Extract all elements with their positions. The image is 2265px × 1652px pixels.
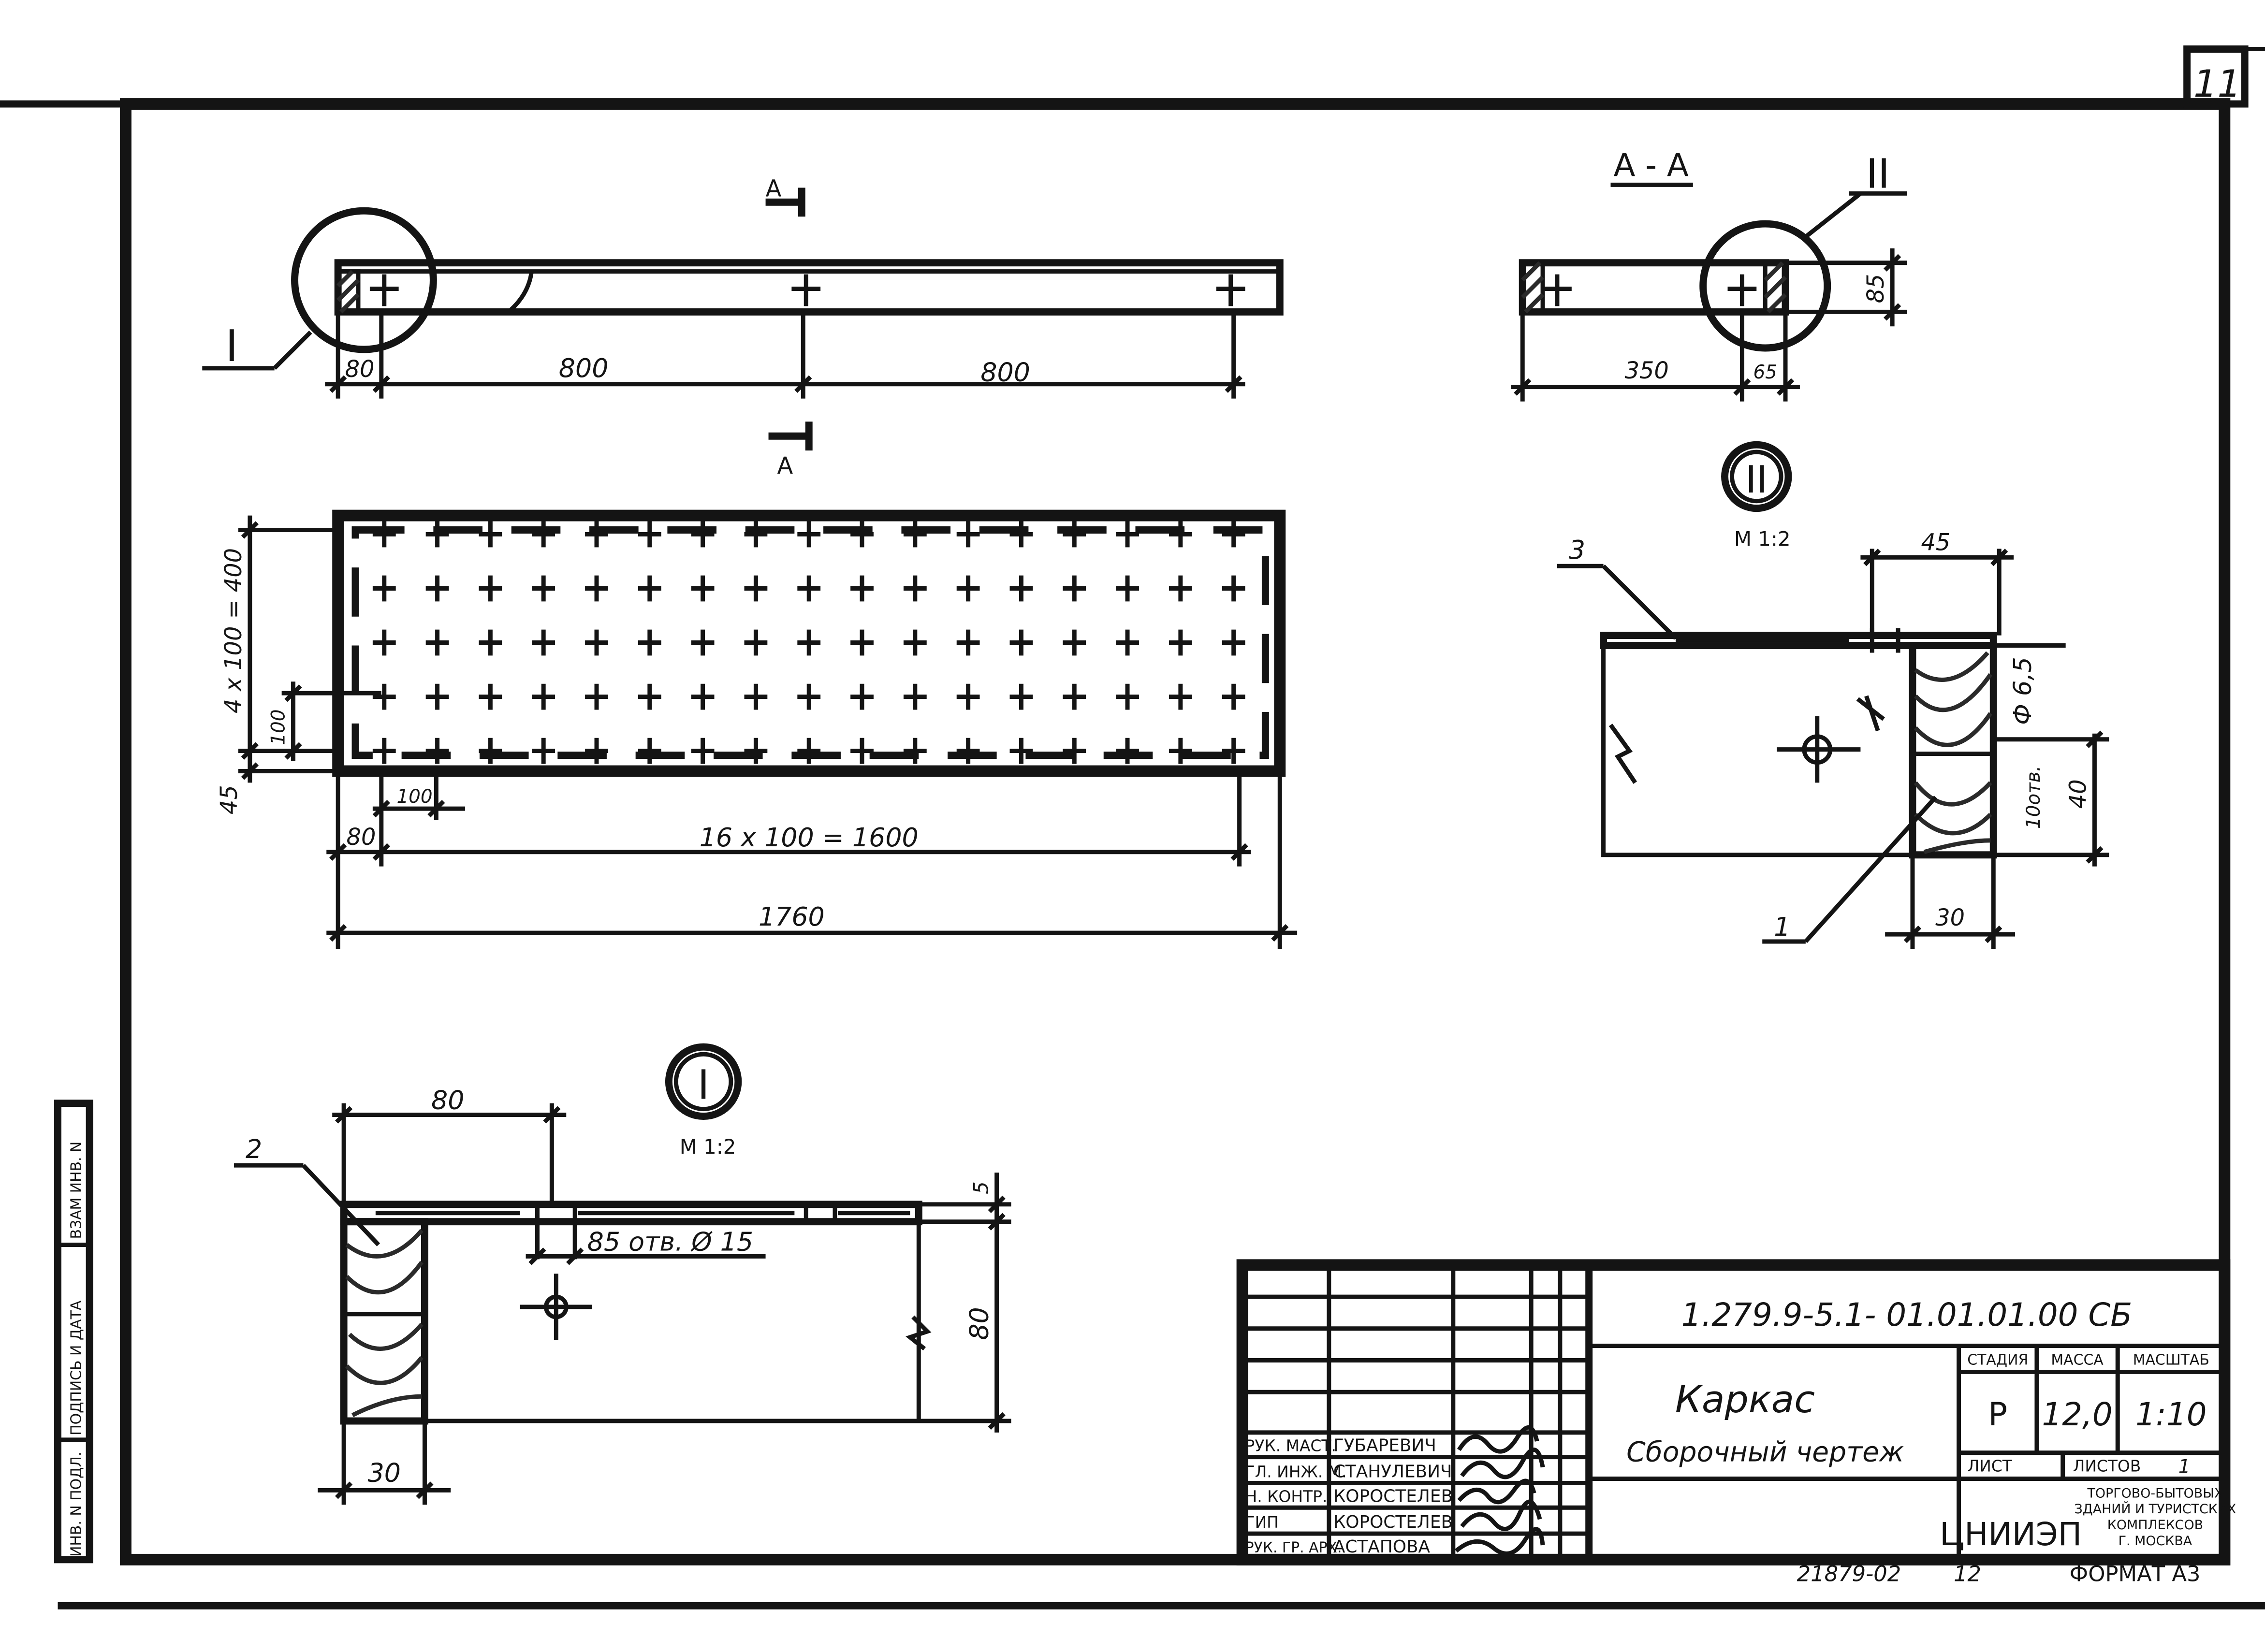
dim-top-80: 80 xyxy=(345,356,375,383)
plan-view: 4 x 100 = 400 100 45 100 80 16 x 100 = 1… xyxy=(216,509,1298,949)
dim-d1-30: 30 xyxy=(368,1457,401,1488)
role-2: ГЛ. ИНЖ. М. xyxy=(1245,1463,1347,1481)
org-line-2: ЗДАНИЙ И ТУРИСТСКИХ xyxy=(2074,1501,2236,1517)
sheet-label: ЛИСТ xyxy=(1967,1457,2012,1476)
dim-sec-65: 65 xyxy=(1753,362,1777,383)
stage-value: Р xyxy=(1988,1396,2007,1433)
dim-top-800a: 800 xyxy=(559,353,609,383)
org-line-1: ТОРГОВО-БЫТОВЫХ xyxy=(2087,1486,2223,1501)
strip-sign-date: ПОДПИСЬ И ДАТА xyxy=(68,1300,85,1435)
role-5: РУК. ГР. АРХ. xyxy=(1245,1539,1342,1556)
dim-d2-30: 30 xyxy=(1935,905,1965,931)
mass-value: 12,0 xyxy=(2042,1396,2112,1433)
detail-1-view: I М 1:2 xyxy=(234,1043,1011,1505)
designation: 1.279.9-5.1- 01.01.01.00 СБ xyxy=(1681,1296,2133,1333)
position-1: 1 xyxy=(1774,912,1790,942)
dim-d2-10otv: 10отв. xyxy=(2023,766,2045,829)
sheets-count: 1 xyxy=(2178,1456,2191,1478)
strip-replaced-inv: ВЗАМ ИНВ. N xyxy=(68,1142,85,1239)
copy-number: 12 xyxy=(1954,1561,1981,1587)
dim-top-800b: 800 xyxy=(980,357,1030,388)
scale-value: 1:10 xyxy=(2135,1396,2207,1433)
dim-sec-85: 85 xyxy=(1863,274,1889,304)
dim-sec-350: 350 xyxy=(1625,358,1669,384)
hdr-stage: СТАДИЯ xyxy=(1967,1351,2028,1368)
dim-plan-45: 45 xyxy=(216,785,243,814)
dim-d2-45: 45 xyxy=(1921,529,1950,556)
callout-circle-2 xyxy=(1699,220,1831,352)
sheet-frame xyxy=(0,45,2265,1609)
dim-plan-80: 80 xyxy=(347,824,376,851)
dim-plan-100h: 100 xyxy=(396,786,432,808)
dim-plan-4x100: 4 x 100 = 400 xyxy=(220,548,247,713)
name-1: ГУБАРЕВИЧ xyxy=(1333,1436,1436,1456)
position-2: 2 xyxy=(246,1134,262,1164)
callout-label-2: II xyxy=(1866,150,1890,197)
detail-1-label: I xyxy=(698,1061,710,1109)
role-4: ГИП xyxy=(1245,1513,1279,1532)
name-2: СТАНУЛЕВИЧ xyxy=(1333,1462,1452,1482)
dim-plan-100v: 100 xyxy=(268,710,290,745)
dim-d1-80side: 80 xyxy=(964,1307,994,1340)
doc-type: Сборочный чертеж xyxy=(1626,1436,1904,1468)
dim-plan-1760: 1760 xyxy=(759,901,825,932)
dim-d2-40: 40 xyxy=(2065,779,2092,809)
hdr-mass: МАССА xyxy=(2051,1351,2104,1368)
detail-2-scale: М 1:2 xyxy=(1734,527,1791,551)
title-block: РУК. МАСТ. ГУБАРЕВИЧ ГЛ. ИНЖ. М. СТАНУЛЕ… xyxy=(1236,1259,2236,1565)
section-mark-top: А xyxy=(766,175,782,202)
dim-plan-16x100: 16 x 100 = 1600 xyxy=(700,822,919,853)
sheet-format: ФОРМАТ А3 xyxy=(2070,1561,2201,1587)
top-elevation-view: I А А 80 800 800 xyxy=(202,175,1284,479)
name-5: АСТАПОВА xyxy=(1333,1537,1431,1557)
dim-d1-80top: 80 xyxy=(431,1085,464,1116)
role-1: РУК. МАСТ. xyxy=(1245,1436,1336,1455)
hdr-scale: МАСШТАБ xyxy=(2133,1351,2209,1368)
page-number: 11 xyxy=(2193,62,2241,106)
sheets-label: ЛИСТОВ xyxy=(2073,1457,2141,1476)
dim-d1-85otv: 85 отв. Ø 15 xyxy=(587,1226,753,1257)
section-title: А - А xyxy=(1613,146,1688,184)
section-a-a-view: А - А II xyxy=(1511,146,1907,402)
crosshair-marks xyxy=(369,274,1245,306)
strip-inv-orig: ИНВ. N ПОДЛ. xyxy=(68,1452,85,1557)
callout-label-1: I xyxy=(225,321,238,372)
position-3: 3 xyxy=(1569,535,1585,565)
dim-d1-5: 5 xyxy=(969,1181,993,1194)
org-line-4: Г. МОСКВА xyxy=(2119,1534,2192,1549)
section-mark-bottom: А xyxy=(777,453,793,479)
name-4: КОРОСТЕЛЕВ xyxy=(1333,1512,1453,1532)
dim-d2-phi: Ф 6,5 xyxy=(2008,657,2037,725)
left-stamp-strip: ИНВ. N ПОДЛ. ПОДПИСЬ И ДАТА ВЗАМ ИНВ. N xyxy=(54,1100,93,1564)
org-logo: ЦНИИЭП xyxy=(1940,1516,2082,1553)
name-3: КОРОСТЕЛЕВ xyxy=(1333,1486,1453,1506)
product-name: Каркас xyxy=(1675,1378,1815,1421)
callout-circle-1 xyxy=(291,207,437,353)
plan-crosses xyxy=(372,521,1245,764)
detail-2-label: II xyxy=(1745,458,1768,502)
detail-2-view: II М 1:2 xyxy=(1557,441,2109,949)
signatures xyxy=(1454,1425,1545,1556)
detail-1-scale: М 1:2 xyxy=(680,1135,736,1159)
archive-number: 21879-02 xyxy=(1797,1561,1901,1587)
role-3: Н. КОНТР. xyxy=(1245,1487,1328,1506)
org-line-3: КОМПЛЕКСОВ xyxy=(2107,1518,2203,1533)
